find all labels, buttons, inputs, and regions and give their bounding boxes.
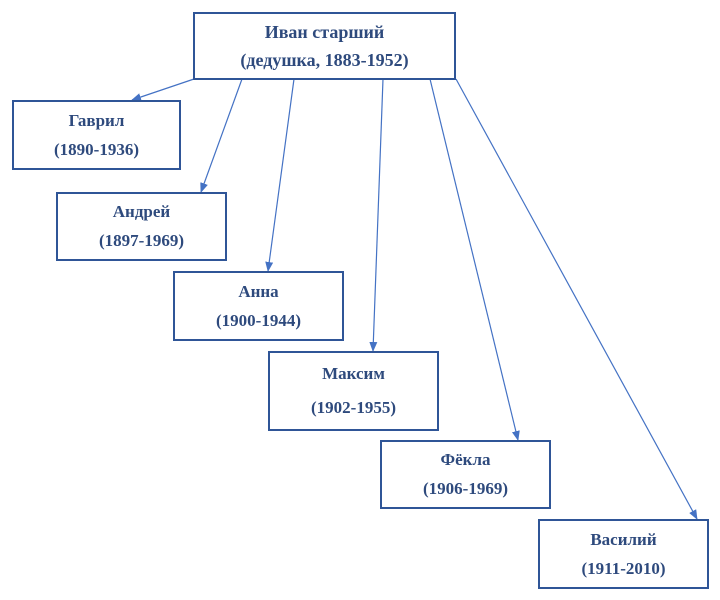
child-years: (1911-2010): [581, 558, 666, 578]
arrow-to-maksim: [369, 78, 384, 352]
child-node-anna: Анна (1900-1944): [173, 271, 344, 341]
child-name: Максим: [322, 364, 385, 383]
root-node: Иван старший (дедушка, 1883-1952): [193, 12, 456, 80]
child-node-fyokla: Фёкла (1906-1969): [380, 440, 551, 509]
child-years: (1902-1955): [311, 398, 396, 417]
child-years: (1897-1969): [99, 230, 184, 250]
child-years: (1900-1944): [216, 310, 301, 330]
child-name: Фёкла: [440, 450, 491, 470]
arrow-to-andrey: [200, 78, 243, 193]
arrow-to-gavril: [131, 78, 195, 101]
child-node-andrey: Андрей (1897-1969): [56, 192, 227, 261]
child-years: (1890-1936): [54, 139, 139, 159]
arrow-to-anna: [265, 78, 295, 272]
child-name: Гаврил: [68, 110, 125, 130]
child-name: Анна: [238, 281, 279, 301]
root-detail: (дедушка, 1883-1952): [240, 49, 409, 70]
child-node-maksim: Максим (1902-1955): [268, 351, 439, 431]
arrow-to-fyokla: [429, 78, 520, 441]
child-years: (1906-1969): [423, 478, 508, 498]
arrow-to-vasily: [455, 78, 698, 520]
child-node-gavril: Гаврил (1890-1936): [12, 100, 181, 170]
child-node-vasily: Василий (1911-2010): [538, 519, 709, 589]
root-name: Иван старший: [264, 21, 385, 42]
child-name: Василий: [590, 529, 657, 549]
child-name: Андрей: [112, 202, 171, 222]
